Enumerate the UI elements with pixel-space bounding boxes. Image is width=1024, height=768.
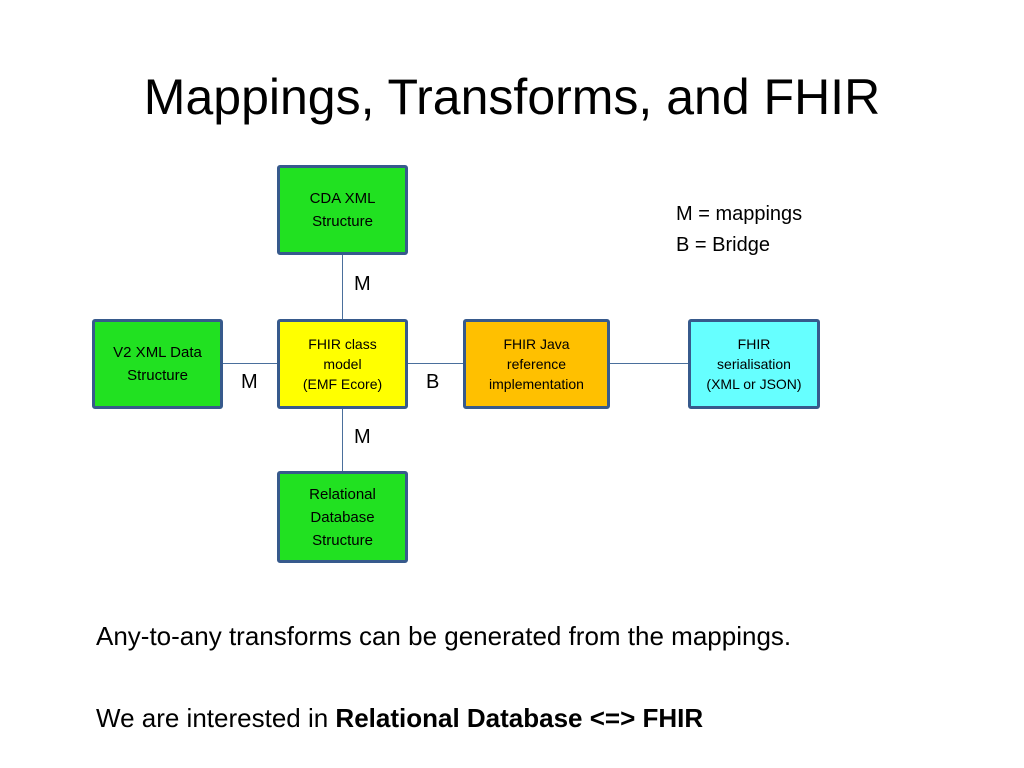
node-cda-xml-structure: CDA XML Structure — [277, 165, 408, 255]
connector-model-to-relational — [342, 409, 343, 472]
label-mapping-top: M — [354, 273, 371, 295]
caption-interest: We are interested in Relational Database… — [96, 702, 703, 734]
caption-any-to-any: Any-to-any transforms can be generated f… — [96, 621, 792, 651]
label-bridge: B — [426, 371, 440, 393]
legend-mappings: M = mappings — [676, 203, 803, 225]
label-mapping-left: M — [241, 371, 258, 393]
legend-bridge: B = Bridge — [676, 234, 770, 256]
caption-interest-prefix: We are interested in — [96, 703, 336, 733]
node-relational-database-structure: Relational Database Structure — [277, 471, 408, 563]
caption-interest-bold: Relational Database <=> FHIR — [335, 703, 704, 733]
label-mapping-bottom: M — [354, 426, 371, 448]
connector-v2-to-model — [222, 363, 278, 364]
legend: M = mappings B = Bridge — [676, 199, 802, 261]
node-fhir-class-model: FHIR class model (EMF Ecore) — [277, 319, 408, 409]
connector-java-to-serialisation — [609, 363, 689, 364]
slide-title: Mappings, Transforms, and FHIR — [143, 69, 881, 125]
node-fhir-serialisation: FHIR serialisation (XML or JSON) — [688, 319, 820, 409]
connector-cda-to-model — [342, 254, 343, 320]
node-fhir-java-reference: FHIR Java reference implementation — [463, 319, 610, 409]
node-v2-xml-data-structure: V2 XML Data Structure — [92, 319, 223, 409]
connector-model-to-java — [408, 363, 464, 364]
